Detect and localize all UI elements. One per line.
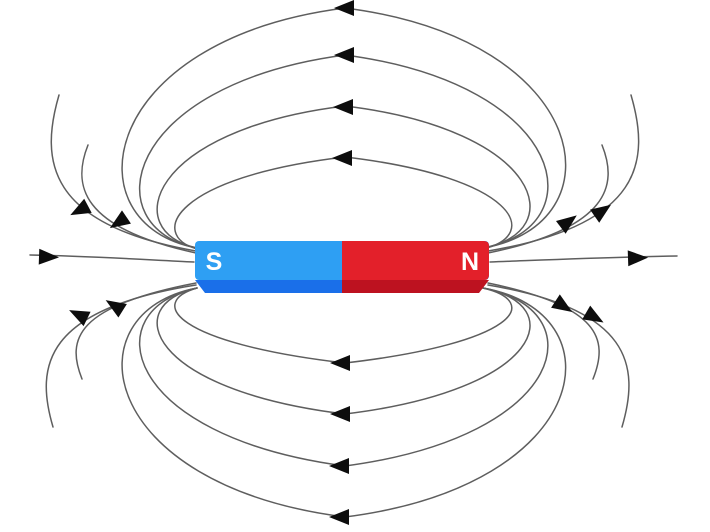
field-line-bottom-arc-outer: [121, 287, 567, 518]
field-direction-arrowhead: [590, 204, 612, 223]
field-line-upper-right-inner: [487, 144, 609, 254]
field-line-top-arc-outer: [121, 7, 567, 249]
field-direction-arrowhead: [329, 458, 349, 474]
field-line-top-arc-inner: [174, 156, 513, 250]
field-direction-arrowhead: [330, 406, 350, 422]
field-arrowheads-layer: [38, 0, 648, 525]
field-direction-arrowhead: [627, 250, 648, 267]
field-line-top-arc-3: [156, 105, 531, 249]
field-line-top-arc-2: [138, 54, 549, 249]
south-pole-label: S: [206, 248, 223, 276]
field-direction-arrowhead: [582, 305, 604, 323]
field-direction-arrowhead: [555, 215, 577, 234]
north-pole-bevel: [342, 280, 489, 293]
field-direction-arrowhead: [330, 355, 350, 371]
field-direction-arrowhead: [69, 310, 91, 327]
field-direction-arrowhead: [334, 47, 354, 63]
field-direction-arrowhead: [332, 150, 352, 166]
field-direction-arrowhead: [334, 0, 354, 16]
field-line-axis-right: [489, 255, 678, 263]
south-pole-bevel: [195, 280, 342, 293]
north-pole-label: N: [461, 248, 479, 276]
field-direction-arrowhead: [70, 198, 92, 216]
north-pole-face: [342, 241, 489, 280]
field-direction-arrowhead: [551, 294, 573, 312]
field-direction-arrowhead: [38, 248, 59, 265]
bar-magnet: S N: [195, 241, 489, 293]
field-line-upper-left-inner: [81, 144, 197, 254]
field-line-lower-left-inner: [75, 282, 197, 380]
field-line-bottom-arc-2: [138, 287, 549, 467]
field-direction-arrowhead: [329, 509, 349, 525]
field-line-bottom-arc-inner: [174, 287, 513, 364]
field-direction-arrowhead: [109, 210, 131, 229]
field-direction-arrowhead: [105, 300, 127, 318]
field-line-bottom-arc-3: [156, 287, 531, 415]
field-direction-arrowhead: [333, 99, 353, 115]
field-line-lower-right-inner: [487, 282, 600, 380]
